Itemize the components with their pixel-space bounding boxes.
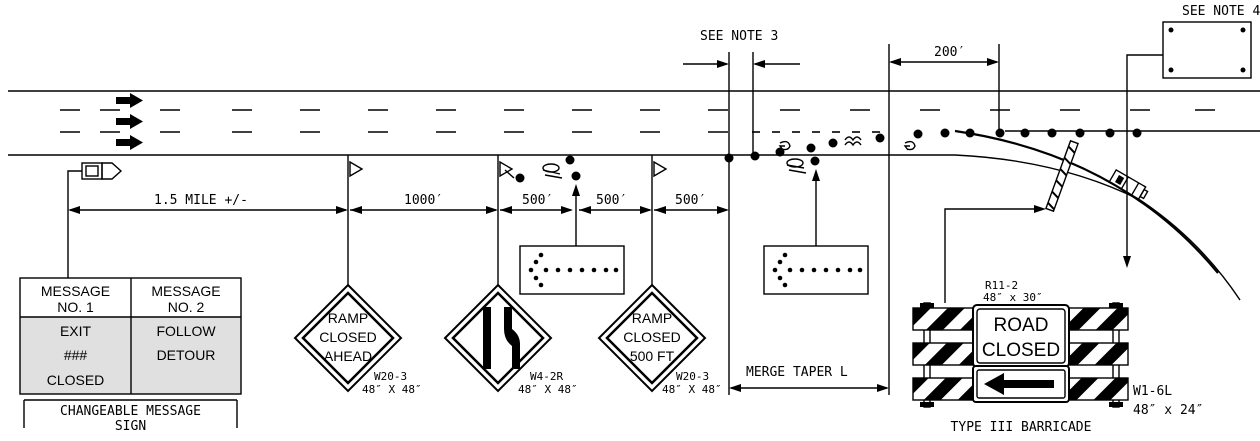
cms-msg1-line1: EXIT	[60, 323, 92, 339]
drum-icon	[940, 128, 950, 138]
cms-header-2-sub: NO. 2	[168, 299, 205, 315]
dimension-200: 200′	[888, 44, 1000, 395]
lane-ends-left-bar	[483, 307, 491, 369]
sign-ramp-closed-ahead: RAMP CLOSED AHEAD W20-3 48″ X 48″	[293, 283, 422, 396]
sign-code: W4-2R	[530, 370, 563, 383]
curl-arrow-icon	[903, 140, 916, 151]
barricade-caption: TYPE III BARRICADE	[951, 420, 1092, 435]
sign-locations	[347, 155, 668, 285]
drum-icon	[995, 128, 1005, 138]
sign-lane-ends: W4-2R 48″ X 48″	[443, 283, 578, 396]
note-4-label: SEE NOTE 4	[1182, 4, 1260, 19]
note-3-label: SEE NOTE 3	[700, 29, 778, 44]
cms-header-1: MESSAGE	[41, 283, 110, 299]
sign-text: CLOSED	[319, 329, 377, 345]
road-closed-text: CLOSED	[982, 340, 1060, 361]
drum-icon	[965, 128, 975, 138]
sign-size: 48″ X 48″	[518, 383, 578, 396]
note-4-sign-board	[1162, 21, 1252, 79]
direction-arrow-icon	[116, 114, 143, 129]
drum-icon	[828, 138, 838, 148]
arrow-panel-1	[519, 184, 625, 295]
cms-msg1-line2: ###	[64, 347, 88, 363]
cms-header-1-sub: NO. 1	[57, 299, 94, 315]
cms-msg1-body	[20, 317, 131, 394]
dimension-500-label: 500′	[596, 193, 627, 208]
dimension-row: 1.5 MILE +/- 1000′ 500′ 500′ 500′	[68, 160, 730, 395]
merge-taper-dimension: MERGE TAPER L	[729, 365, 889, 392]
ramp-edge-inner	[954, 129, 1219, 274]
roadway	[8, 90, 1260, 301]
cms-msg1-line3: CLOSED	[47, 372, 105, 388]
cms-caption: CHANGEABLE MESSAGE	[60, 404, 201, 419]
note-3-callout: SEE NOTE 3	[683, 29, 800, 160]
sign-size: 48″ X 48″	[662, 383, 722, 396]
curl-arrow-icon	[778, 140, 791, 151]
arrow-sign-size: 48″ x 24″	[1133, 403, 1203, 418]
cms-header-2: MESSAGE	[151, 283, 220, 299]
ramp-barricade	[1045, 139, 1079, 213]
direction-arrow-icon	[116, 135, 143, 150]
sign-code: W20-3	[676, 370, 709, 383]
barricade-leader	[944, 208, 1040, 303]
drum-icon	[1075, 128, 1085, 138]
drum-icon	[515, 173, 525, 183]
drum-icon	[1020, 128, 1030, 138]
lane-ends-curve-icon	[504, 307, 520, 369]
dimension-500-label: 500′	[675, 193, 706, 208]
cms-truck-icon	[67, 162, 123, 278]
drum-icon	[875, 133, 885, 143]
ramp-edge-outer	[954, 154, 1241, 301]
dimension-1000-label: 1000′	[404, 193, 443, 208]
sign-flag-icon	[347, 155, 364, 285]
arrow-panel-2	[763, 169, 869, 295]
cms-caption-sub: SIGN	[115, 419, 146, 434]
drum-icon	[1105, 128, 1115, 138]
note-4-callout: SEE NOTE 4	[1108, 4, 1260, 268]
drum-icon	[913, 129, 923, 139]
vehicle-icon	[1108, 168, 1149, 201]
sign-size: 48″ X 48″	[362, 383, 422, 396]
warning-light-icons	[542, 136, 916, 179]
drum-icon	[571, 171, 581, 181]
changeable-message-sign: MESSAGE NO. 1 MESSAGE NO. 2 EXIT ### CLO…	[19, 277, 242, 434]
drum-icon	[810, 156, 820, 166]
sign-ramp-closed-500ft: RAMP CLOSED 500 FT W20-3 48″ X 48″	[597, 283, 722, 396]
arrow-sign-code: W1-6L	[1133, 384, 1172, 399]
drum-icon	[1047, 128, 1057, 138]
sign-text: RAMP	[328, 310, 368, 326]
drum-icon	[1132, 128, 1142, 138]
drum-icon	[750, 151, 760, 161]
barricade-sign-size: 48″ x 30″	[983, 291, 1043, 304]
cms-msg2-line1: FOLLOW	[156, 323, 216, 339]
channelizing-devices	[515, 128, 1142, 183]
barricade-sign-code: R11-2	[985, 279, 1018, 292]
sign-text: RAMP	[632, 310, 672, 326]
drum-icon	[806, 143, 816, 153]
arrow-board-vehicle-icon	[542, 163, 563, 179]
traffic-direction-arrows	[116, 93, 143, 150]
merge-taper-label: MERGE TAPER L	[746, 365, 848, 380]
left-arrow-icon	[984, 373, 1054, 395]
dimension-200-label: 200′	[934, 45, 965, 60]
sign-text: AHEAD	[324, 348, 372, 364]
cms-msg2-body	[131, 317, 241, 394]
arrow-board-vehicle-icon	[786, 158, 807, 174]
type-iii-barricade: ROAD CLOSED R11-2 48″ x 30″ W1-6L 48″ x …	[912, 279, 1203, 435]
road-closed-text: ROAD	[994, 315, 1049, 336]
sign-flag-icon	[651, 155, 668, 285]
cms-msg2-line2: DETOUR	[157, 347, 216, 363]
direction-arrow-icon	[116, 93, 143, 108]
drum-icon	[565, 155, 575, 165]
dimension-500-label: 500′	[522, 193, 553, 208]
sign-text: 500 FT	[630, 348, 675, 364]
sign-flag-icon	[497, 155, 515, 285]
sign-code: W20-3	[374, 370, 407, 383]
dimension-1-5-mile-label: 1.5 MILE +/-	[154, 193, 248, 208]
sign-text: CLOSED	[623, 329, 681, 345]
flasher-icon	[844, 136, 862, 147]
